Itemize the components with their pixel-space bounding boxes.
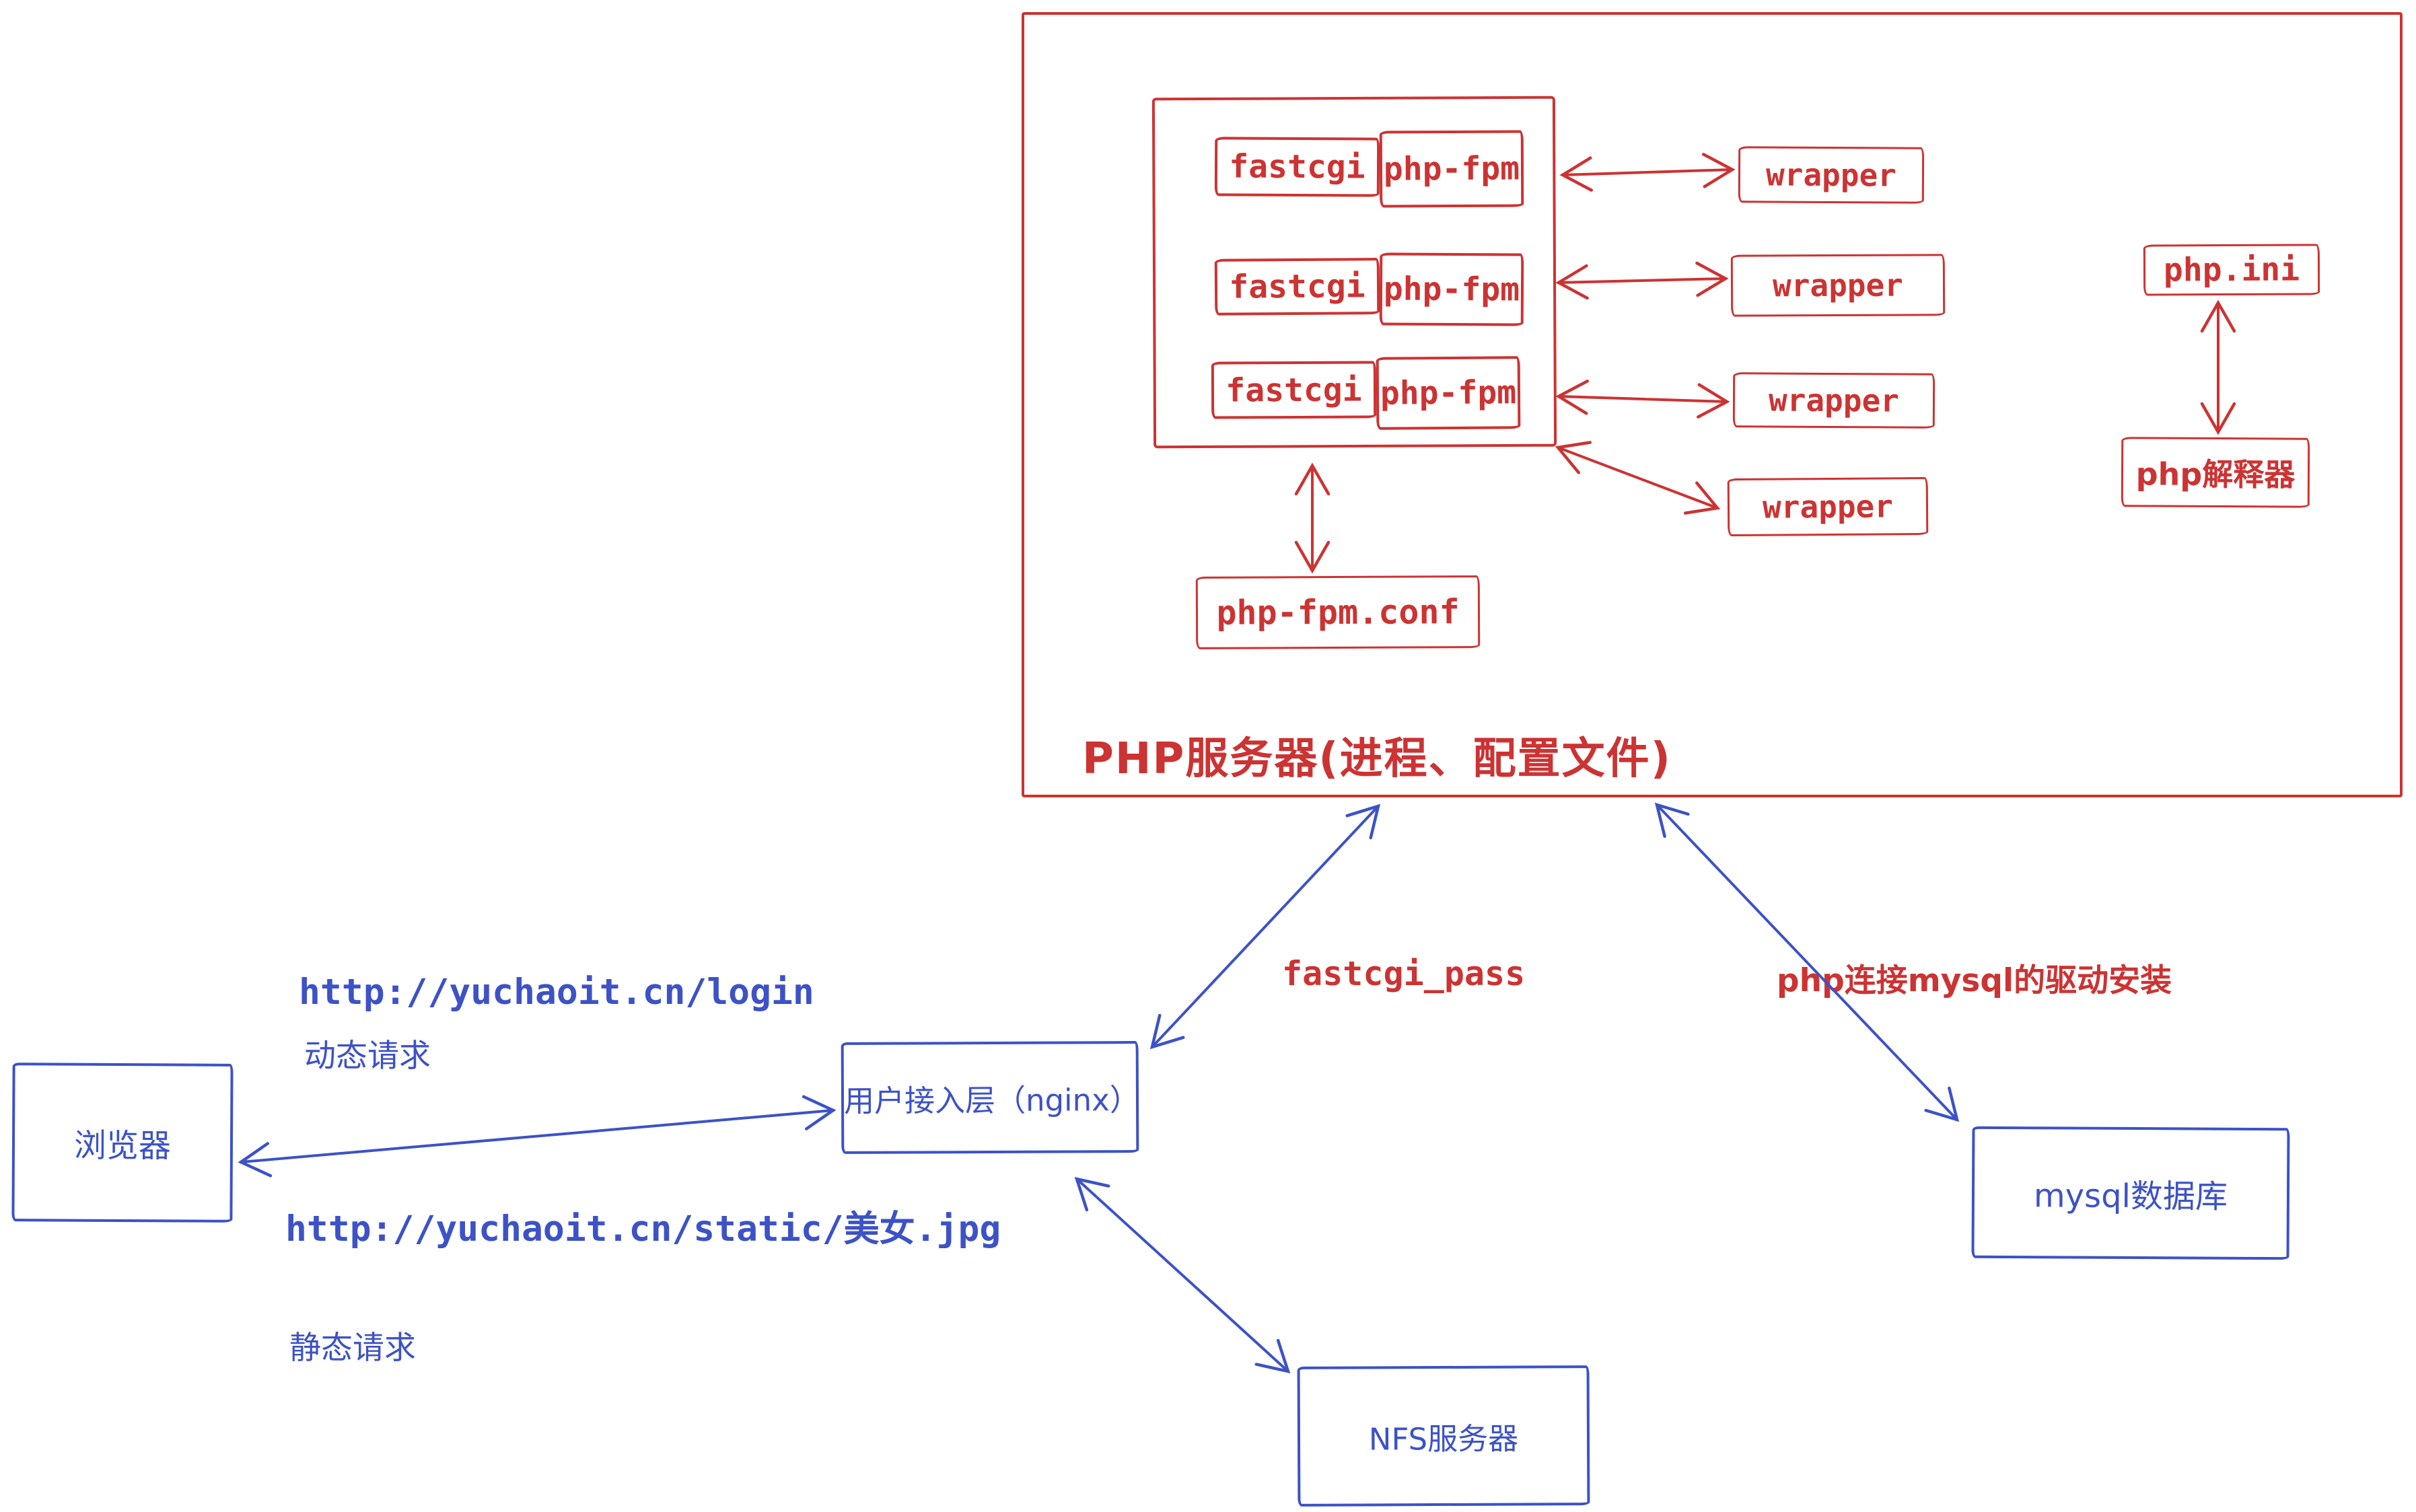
arrow-phpserver-mysql xyxy=(1654,802,1960,1122)
arrow-browser-nginx xyxy=(238,1095,837,1178)
arrow-pool-wrapper-4 xyxy=(1555,441,1721,515)
arrow-nginx-nfs xyxy=(1074,1176,1291,1374)
arrow-pool-wrapper-3 xyxy=(1555,380,1730,419)
dynamic-request-label: 动态请求 xyxy=(304,1038,431,1075)
arrow-nginx-phpserver xyxy=(1149,803,1381,1050)
php-server-container xyxy=(1022,12,2403,797)
static-url-label: http://yuchaoit.cn/static/美女.jpg xyxy=(285,1209,1001,1250)
php-server-title: PHP服务器(进程、配置文件) xyxy=(1082,734,1672,784)
login-url-label: http://yuchaoit.cn/login xyxy=(299,972,814,1013)
arrow-pool-wrapper-1 xyxy=(1559,153,1736,192)
arrow-pool-wrapper-2 xyxy=(1555,261,1729,300)
static-request-label: 静态请求 xyxy=(289,1330,416,1367)
